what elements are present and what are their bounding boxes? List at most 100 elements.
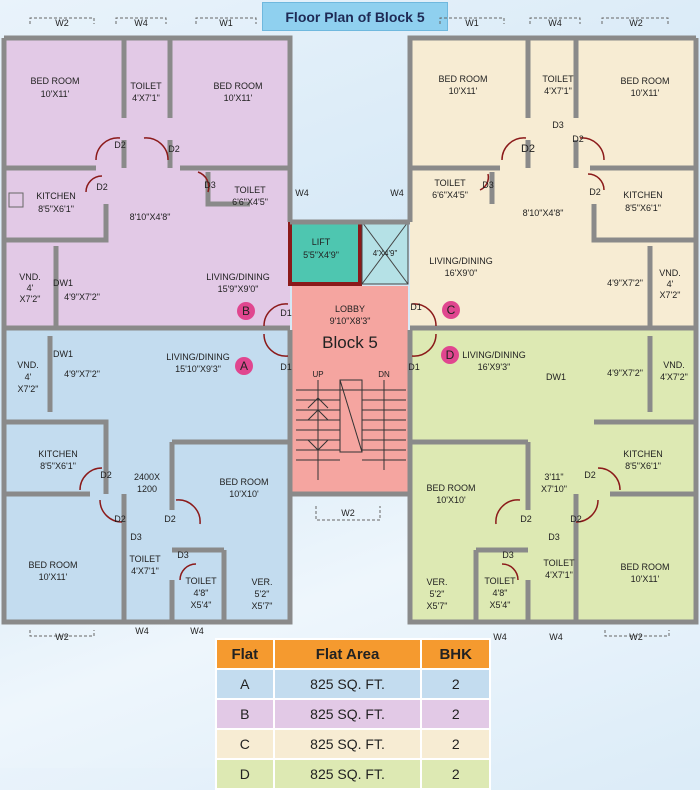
door-label: D1 [280, 308, 292, 318]
table-cell-bhk: 2 [420, 668, 491, 700]
toilet-label: TOILET [185, 576, 217, 586]
window-label: W4 [135, 626, 149, 636]
bedroom-size: 10'X11' [631, 88, 660, 98]
table-row: D 825 SQ. FT. 2 [215, 758, 491, 790]
flat-marker-c: C [447, 303, 456, 317]
door-label: DW1 [546, 372, 566, 382]
passage-size: 8'10"X4'8" [130, 212, 171, 222]
living-size: 16'X9'0" [445, 268, 478, 278]
table-cell-area: 825 SQ. FT. [272, 668, 423, 700]
table-cell-flat: A [215, 668, 275, 700]
kitchen-label: KITCHEN [623, 449, 663, 459]
bedroom-label: BED ROOM [426, 483, 475, 493]
window-label: W1 [219, 18, 233, 28]
toilet-size: 6'6"X4'5" [432, 190, 468, 200]
living-label: LIVING/DINING [206, 272, 270, 282]
verandah-label: VER. [426, 577, 447, 587]
door-label: D2 [164, 514, 176, 524]
bedroom-size: 10'X11' [224, 93, 253, 103]
block-label: Block 5 [322, 333, 378, 352]
flat-b-labels: BED ROOM 10'X11' TOILET 4'X7'1" BED ROOM… [19, 76, 292, 318]
stairs-down-label: DN [378, 370, 390, 379]
toilet-size: 4'X7'1" [132, 93, 160, 103]
door-label: D3 [548, 532, 560, 542]
core-labels: LIFT 5'5"X4'9" 4'X4'9" LOBBY 9'10"X8'3" … [303, 237, 397, 379]
door-label: D2 [114, 140, 126, 150]
toilet-label: TOILET [130, 81, 162, 91]
table-row: A 825 SQ. FT. 2 [215, 668, 491, 700]
table-header-flat: Flat [215, 638, 275, 670]
shaft-size: 4'X4'9" [373, 249, 398, 258]
bedroom-size: 10'X11' [39, 572, 68, 582]
flat-c-labels: BED ROOM 10'X11' TOILET 4'X7'1" BED ROOM… [410, 74, 681, 312]
living-label: LIVING/DINING [166, 352, 230, 362]
passage-size: 8'10"X4'8" [523, 208, 564, 218]
bedroom-label: BED ROOM [620, 76, 669, 86]
table-cell-bhk: 2 [420, 698, 491, 730]
lobby-size: 9'10"X8'3" [330, 316, 371, 326]
verandah-size: X5'7" [252, 601, 273, 611]
flat-marker-b: B [242, 304, 250, 318]
passage-size: 3'11" [544, 472, 563, 482]
vnd-label: VND. [19, 272, 41, 282]
vnd-label: VND. [663, 360, 685, 370]
flat-d-labels: LIVING/DINING 16'X9'3" DW1 4'9"X7'2" VND… [408, 350, 688, 611]
window-markers [29, 17, 670, 637]
window-label: W4 [190, 626, 204, 636]
bedroom-size: 10'X10' [436, 495, 466, 505]
living-size: 15'9"X9'0" [218, 284, 259, 294]
window-labels: W2 W4 W1 W1 W4 W2 W4 W4 W2 W4 W4 W2 W4 W… [55, 18, 643, 642]
kitchen-sink-icon [8, 192, 24, 208]
table-cell-bhk: 2 [420, 728, 491, 760]
table-header-area: Flat Area [272, 638, 423, 670]
verandah-size: X5'7" [427, 601, 448, 611]
door-label: D2 [168, 144, 180, 154]
toilet-label: TOILET [484, 576, 516, 586]
door-label: D2 [96, 182, 108, 192]
door-label: D3 [552, 120, 564, 130]
flat-marker-a: A [240, 359, 248, 373]
toilet-label: TOILET [434, 178, 466, 188]
table-cell-flat: D [215, 758, 275, 790]
door-label: D2 [584, 470, 596, 480]
toilet-size: X5'4" [191, 600, 212, 610]
dw-size: 4'9"X7'2" [607, 278, 643, 288]
window-label: W4 [549, 632, 563, 642]
door-label: D2 [521, 143, 535, 155]
window-label: W4 [295, 188, 309, 198]
living-size: 15'10"X9'3" [175, 364, 221, 374]
window-label: W4 [134, 18, 148, 28]
toilet-size: 4'X7'1" [545, 570, 573, 580]
vnd-size: X7'2" [660, 290, 681, 300]
bedroom-label: BED ROOM [213, 81, 262, 91]
kitchen-size: 8'5"X6'1" [40, 461, 76, 471]
toilet-label: TOILET [129, 554, 161, 564]
bedroom-label: BED ROOM [620, 562, 669, 572]
flat-a-labels: VND. 4' X7'2" DW1 4'9"X7'2" LIVING/DININ… [17, 349, 292, 611]
window-label: W1 [465, 18, 479, 28]
window-label: W4 [493, 632, 507, 642]
table-cell-flat: B [215, 698, 275, 730]
window-label: W2 [629, 18, 643, 28]
table-cell-area: 825 SQ. FT. [272, 728, 423, 760]
door-swings [79, 137, 621, 581]
vnd-label: VND. [17, 360, 39, 370]
vnd-size: 4'X7'2" [660, 372, 688, 382]
table-row: B 825 SQ. FT. 2 [215, 698, 491, 730]
door-label: D3 [204, 180, 216, 190]
plan-title: Floor Plan of Block 5 [262, 2, 448, 31]
kitchen-label: KITCHEN [38, 449, 78, 459]
vnd-size: 4' [667, 279, 674, 289]
window-label: W4 [390, 188, 404, 198]
flat-markers: A B C D [235, 301, 460, 375]
verandah-size: 5'2" [255, 589, 270, 599]
bedroom-label: BED ROOM [219, 477, 268, 487]
door-label: D3 [502, 550, 514, 560]
bedroom-size: 10'X10' [229, 489, 259, 499]
window-label: W2 [629, 632, 643, 642]
bedroom-size: 10'X11' [631, 574, 660, 584]
dw-size: 4'9"X7'2" [64, 292, 100, 302]
bedroom-size: 10'X11' [41, 89, 70, 99]
table-cell-area: 825 SQ. FT. [272, 758, 423, 790]
window-label: W4 [548, 18, 562, 28]
